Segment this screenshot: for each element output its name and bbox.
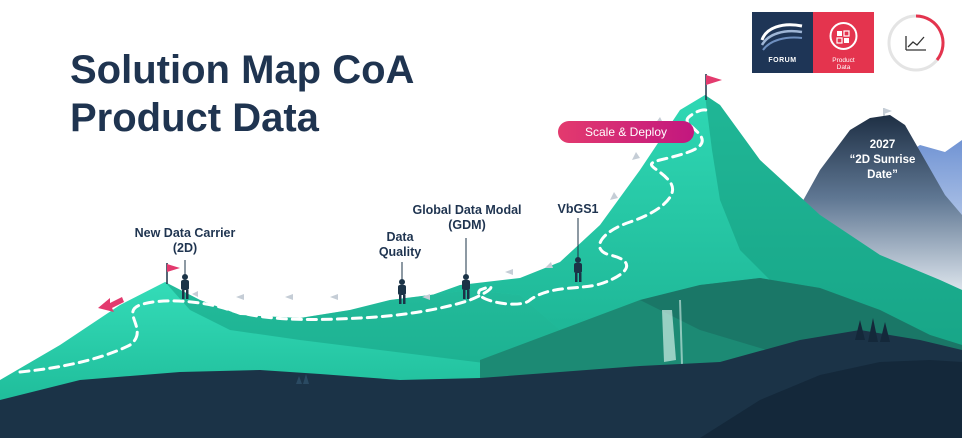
hiker-icon — [574, 257, 582, 282]
milestone-label: “2D Sunrise — [849, 154, 916, 166]
hiker-icon — [181, 274, 189, 299]
milestone-label: Date” — [867, 169, 898, 181]
flag-icon — [883, 108, 892, 116]
path-arrow — [192, 291, 198, 297]
path-arrow — [285, 294, 293, 300]
milestone-sunrise: 2027 “2D Sunrise Date” — [835, 138, 930, 183]
forum-logo-text: FORUM — [768, 57, 797, 64]
hiker-icon — [462, 274, 470, 299]
main-mountain-shade — [705, 95, 962, 360]
trail-dashed — [18, 108, 712, 374]
path-arrow — [545, 262, 553, 268]
milestone-data-quality: Data Quality — [370, 230, 430, 260]
foreground-dark-hill — [0, 330, 962, 438]
milestone-new-data-carrier: New Data Carrier (2D) — [126, 226, 244, 256]
milestone-gdm: Global Data Modal (GDM) — [402, 203, 532, 233]
milestone-label: Data — [386, 230, 414, 244]
arrow-left-icon — [98, 297, 124, 312]
foreground-darker-hill — [700, 360, 962, 438]
logo-text-line: Product — [832, 57, 855, 64]
path-arrow — [505, 269, 513, 275]
product-data-logo: Product Data — [813, 12, 874, 73]
path-arrow — [610, 192, 618, 200]
milestone-label: VbGS1 — [557, 202, 599, 216]
milestone-label: (GDM) — [448, 218, 486, 232]
product-data-logo-text: Product Data — [813, 57, 874, 71]
path-arrow — [330, 294, 338, 300]
waterfall — [662, 310, 676, 362]
milestone-vbgs1: VbGS1 — [550, 202, 606, 217]
forum-logo-icon — [760, 23, 803, 51]
path-arrow — [236, 294, 244, 300]
product-data-icon — [829, 22, 858, 50]
milestone-label: 2027 — [869, 139, 896, 151]
scale-deploy-badge: Scale & Deploy — [558, 121, 694, 143]
trees — [855, 318, 890, 342]
forum-logo: FORUM — [752, 12, 813, 73]
path-arrow — [632, 152, 640, 160]
trend-chart-icon — [887, 14, 945, 72]
page-title-line2: Product Data — [70, 96, 319, 140]
hiker-icon — [398, 279, 406, 304]
flag-icon — [166, 263, 180, 284]
milestone-label: Quality — [378, 245, 422, 259]
milestone-label: Global Data Modal — [412, 203, 522, 217]
path-arrow — [422, 294, 430, 300]
logo-text-line: Data — [836, 64, 851, 71]
flag-icon — [705, 74, 722, 100]
page-title: Solution Map CoA Product Data — [70, 46, 414, 142]
milestone-label: (2D) — [172, 241, 198, 255]
page-title-line1: Solution Map CoA — [70, 48, 415, 92]
milestone-label: New Data Carrier — [134, 226, 236, 240]
